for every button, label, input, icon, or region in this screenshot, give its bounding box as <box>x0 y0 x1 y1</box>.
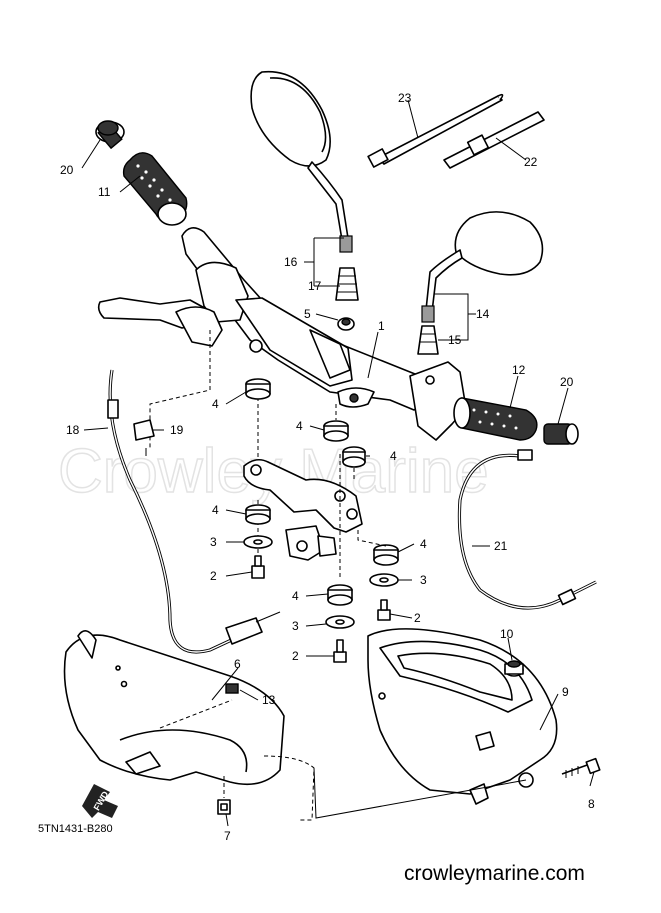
callout-2-b: 2 <box>414 611 421 625</box>
washer-3-c <box>325 615 355 629</box>
brake-lever <box>97 297 223 347</box>
callout-10: 10 <box>500 627 514 641</box>
callout-3-a: 3 <box>210 535 217 549</box>
callout-labels: 1 2 2 2 3 3 3 4 4 4 4 4 4 5 6 7 8 9 10 1… <box>60 91 595 843</box>
bolt-2-b <box>377 599 391 621</box>
callout-3-b: 3 <box>420 573 427 587</box>
callout-4-c: 4 <box>390 449 397 463</box>
callout-15: 15 <box>448 333 462 347</box>
damper-4-d <box>342 446 366 468</box>
washer-3-b <box>369 573 399 587</box>
callout-7: 7 <box>224 829 231 843</box>
callout-9: 9 <box>562 685 569 699</box>
cable-clamp-19 <box>133 419 155 456</box>
callout-5: 5 <box>304 307 311 321</box>
diagram-code: 5TN1431-B280 <box>38 823 113 835</box>
grommet-5 <box>337 317 355 331</box>
callout-2-c: 2 <box>292 649 299 663</box>
damper-4-a <box>245 378 271 400</box>
callout-4-e: 4 <box>420 537 427 551</box>
cable-tie-22 <box>443 111 545 169</box>
callout-16: 16 <box>284 255 298 269</box>
left-mirror <box>250 70 353 253</box>
callout-4-d: 4 <box>212 503 219 517</box>
front-cover-6 <box>63 630 285 786</box>
callout-4-f: 4 <box>292 589 299 603</box>
callout-4-a: 4 <box>212 397 219 411</box>
right-mirror <box>421 211 544 323</box>
callout-12: 12 <box>512 363 526 377</box>
brake-cable-18 <box>107 369 281 654</box>
callout-22: 22 <box>524 155 538 169</box>
cable-tie-23 <box>367 93 504 168</box>
grommet-10 <box>504 660 524 677</box>
callout-18: 18 <box>66 423 80 437</box>
callout-1: 1 <box>378 319 385 333</box>
callout-19: 19 <box>170 423 184 437</box>
callout-23: 23 <box>398 91 412 105</box>
damper-4-c <box>245 504 271 525</box>
callout-leaders <box>81 99 595 827</box>
grip-end-left <box>95 120 125 150</box>
screw-8 <box>561 757 601 778</box>
throttle-cable-21 <box>457 449 597 610</box>
nut-13 <box>225 683 239 694</box>
callout-11: 11 <box>98 185 111 199</box>
right-grip <box>453 397 538 441</box>
mirror-boot-15 <box>417 325 439 355</box>
rear-cover-9 <box>367 628 558 805</box>
callout-2-a: 2 <box>210 569 217 583</box>
callout-17: 17 <box>308 279 322 293</box>
bolt-2-c <box>333 639 347 663</box>
clip-7 <box>217 799 231 815</box>
left-grip <box>122 152 188 226</box>
damper-4-e <box>373 544 399 566</box>
handlebar <box>181 227 467 441</box>
bolt-2-a <box>251 555 265 579</box>
fwd-arrow: FWD <box>82 784 118 818</box>
mirror-boot-17 <box>335 267 359 301</box>
callout-8: 8 <box>588 797 595 811</box>
site-url: crowleymarine.com <box>404 862 585 885</box>
callout-21: 21 <box>494 539 508 553</box>
damper-4-b <box>323 420 349 442</box>
callout-4-b: 4 <box>296 419 303 433</box>
grip-end-right <box>543 423 579 445</box>
callout-13: 13 <box>262 693 276 707</box>
callout-3-c: 3 <box>292 619 299 633</box>
callout-14: 14 <box>476 307 490 321</box>
callout-20-b: 20 <box>560 375 574 389</box>
callout-6: 6 <box>234 657 241 671</box>
lower-bracket <box>243 458 363 561</box>
washer-3-a <box>243 535 273 549</box>
callout-20-a: 20 <box>60 163 74 177</box>
damper-4-f <box>327 584 353 606</box>
